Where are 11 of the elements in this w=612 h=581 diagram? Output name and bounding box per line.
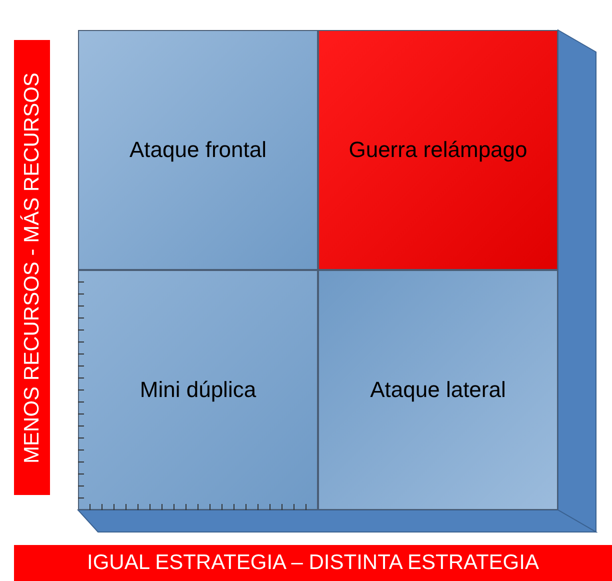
quadrant-cell	[78, 30, 318, 270]
quadrant-label: Ataque lateral	[370, 377, 506, 403]
axis-label: IGUAL ESTRATEGIA – DISTINTA ESTRATEGIA	[87, 551, 539, 575]
quadrant-label: Guerra relámpago	[348, 137, 528, 163]
axis-label-band	[14, 545, 612, 581]
axis-label: MENOS RECURSOS - MÁS RECURSOS	[20, 72, 44, 463]
highlighted-quadrant-cell	[318, 30, 558, 270]
axis-label-band	[14, 40, 50, 495]
quadrant-label: Mini dúplica	[140, 377, 256, 403]
quadrant-label: Ataque frontal	[130, 137, 266, 163]
quadrant-cell	[318, 270, 558, 510]
